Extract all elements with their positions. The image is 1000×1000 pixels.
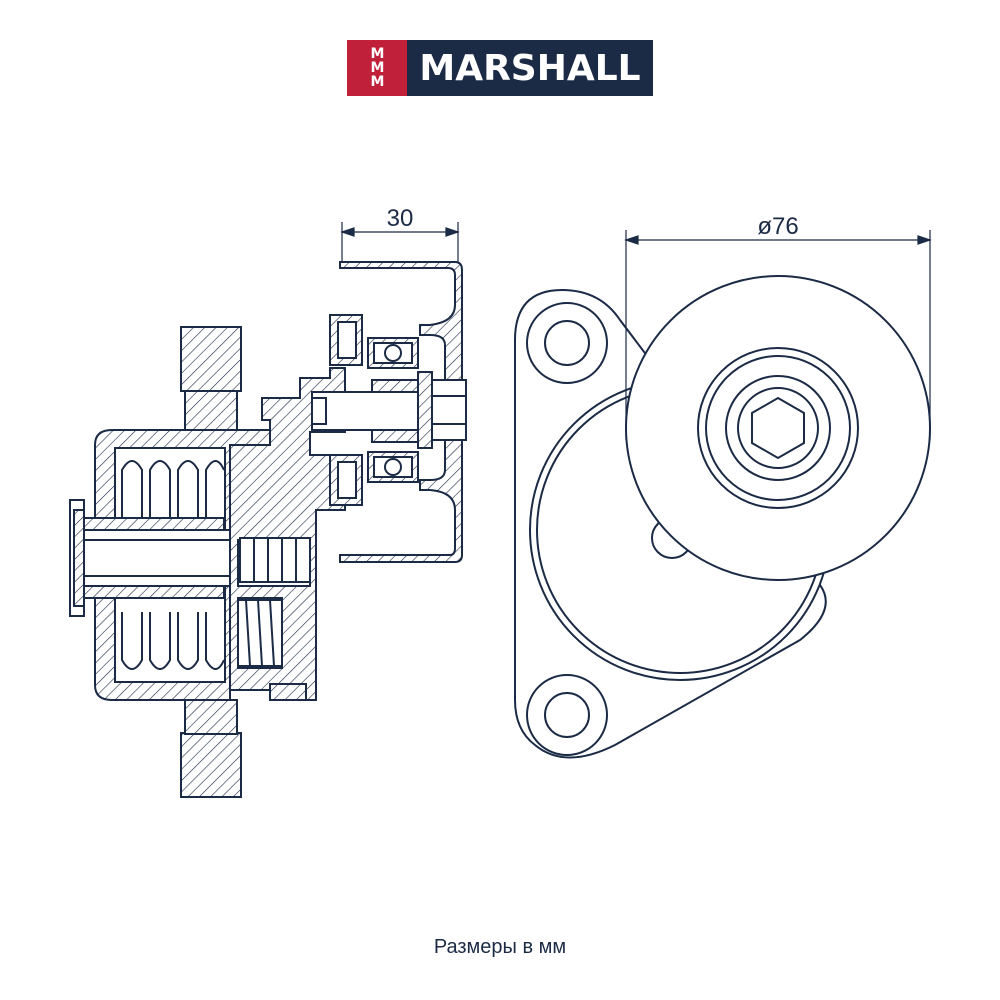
pulley-outer <box>625 275 931 581</box>
dimension-width <box>340 222 460 262</box>
base-plate <box>514 288 827 759</box>
bottom-ear-stem <box>184 699 238 735</box>
front-view <box>514 275 931 759</box>
diameter-label: ø76 <box>757 213 798 240</box>
logo-mark: M M M <box>347 40 407 96</box>
logo-mark-letter: M <box>370 46 385 62</box>
mount-hole-bottom-outer <box>526 674 608 756</box>
bottom-ear <box>180 732 242 798</box>
logo-mark-letter: M <box>370 60 385 76</box>
pulley-ring-1 <box>697 347 859 509</box>
bearing-upper <box>367 337 419 369</box>
pulley-ring-3 <box>725 375 831 481</box>
mount-hole-bottom <box>544 692 590 738</box>
pulley-ring-4 <box>737 387 819 469</box>
brand-name: MARSHALL <box>407 40 653 96</box>
pulley-ring-2 <box>705 355 851 501</box>
width-label: 30 <box>387 205 414 232</box>
hex-nut <box>239 537 311 583</box>
dimension-diameter <box>624 230 932 440</box>
mount-hole-top <box>544 320 590 366</box>
pulley-profile <box>339 261 463 563</box>
top-ear-stem <box>184 390 238 432</box>
pulley-bolt-head <box>431 379 467 441</box>
units-caption: Размеры в мм <box>433 936 567 958</box>
top-ear <box>180 326 242 392</box>
mount-hole-top-outer <box>526 302 608 384</box>
pivot-shaft <box>81 529 243 587</box>
section-view <box>69 261 467 798</box>
spring-lower <box>121 612 225 670</box>
spring-upper <box>121 460 225 518</box>
logo-mark-letter: M <box>370 74 385 90</box>
bearing-lower <box>367 451 419 483</box>
pivot-bushing <box>83 517 225 531</box>
hex-bolt-icon <box>751 396 805 460</box>
brand-logo: M M M MARSHALL <box>347 40 653 96</box>
